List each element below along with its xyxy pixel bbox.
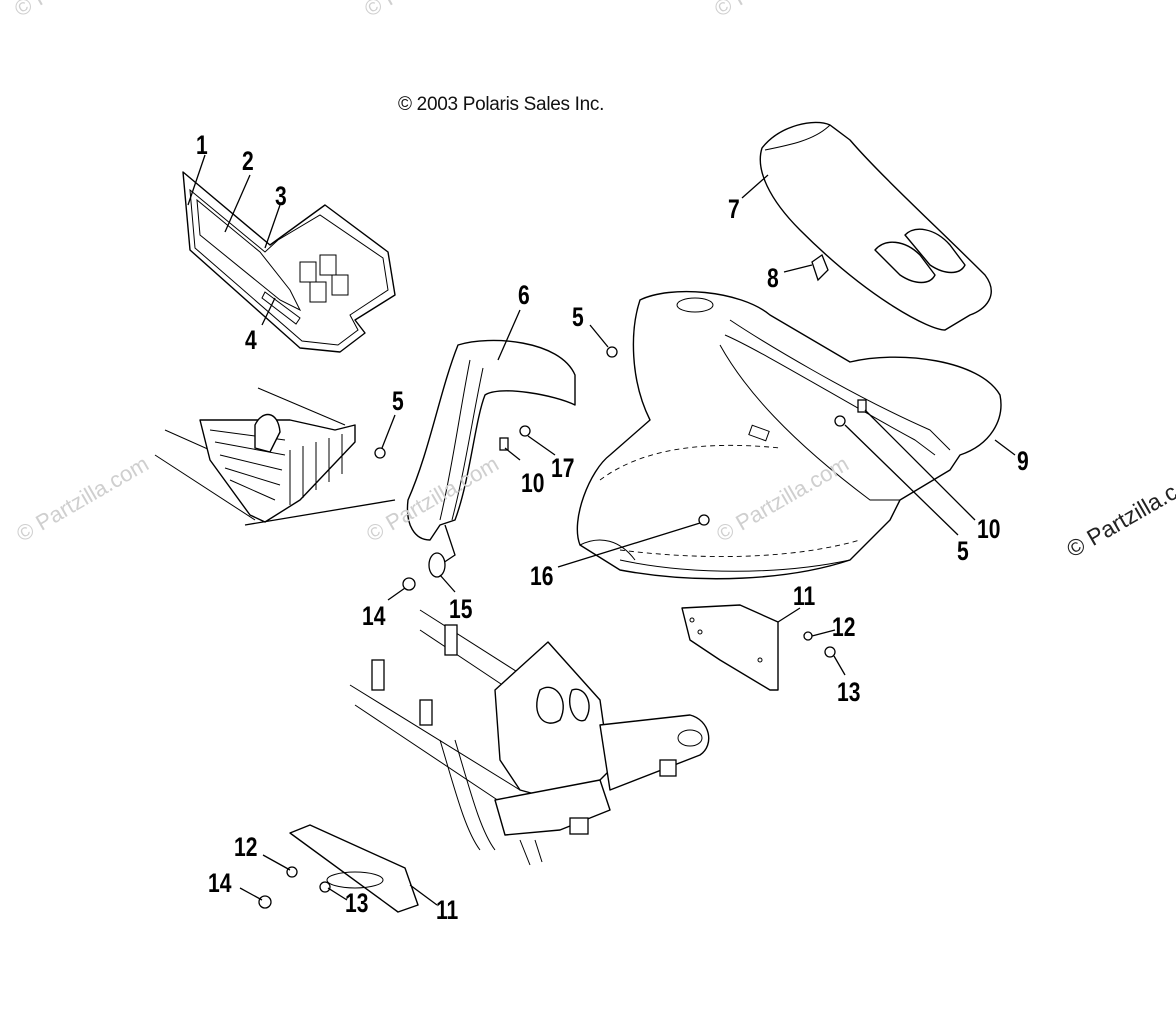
copyright-notice: © 2003 Polaris Sales Inc.: [398, 94, 605, 115]
callout-15: 15: [449, 594, 473, 624]
callout-14: 14: [208, 868, 232, 898]
rear-cover: [759, 121, 992, 331]
callout-12: 12: [234, 832, 258, 862]
callout-17: 17: [551, 453, 575, 483]
leader-lines: [187, 154, 1016, 906]
callout-10: 10: [977, 514, 1001, 544]
frame: [349, 609, 710, 866]
callout-2: 2: [242, 146, 254, 176]
front-fender-body: [576, 290, 1002, 580]
callout-13: 13: [837, 677, 861, 707]
callout-5: 5: [392, 386, 404, 416]
callout-4: 4: [245, 325, 257, 355]
callout-16: 16: [530, 561, 554, 591]
callout-5: 5: [572, 302, 584, 332]
callout-14: 14: [362, 601, 386, 631]
callout-11: 11: [793, 581, 816, 611]
callout-13: 13: [345, 888, 369, 918]
bracket-plate-upper: [681, 604, 779, 691]
callout-8: 8: [767, 263, 779, 293]
callout-6: 6: [518, 280, 530, 310]
callout-7: 7: [728, 194, 740, 224]
callout-3: 3: [275, 181, 287, 211]
callout-11: 11: [436, 895, 459, 925]
callout-10: 10: [521, 468, 545, 498]
hardware: [258, 253, 867, 909]
callout-12: 12: [832, 612, 856, 642]
footwell-rack: [154, 387, 396, 526]
callout-1: 1: [196, 130, 208, 160]
callout-9: 9: [1017, 446, 1029, 476]
front-panel-assembly: [182, 171, 396, 353]
callout-5: 5: [957, 536, 969, 566]
